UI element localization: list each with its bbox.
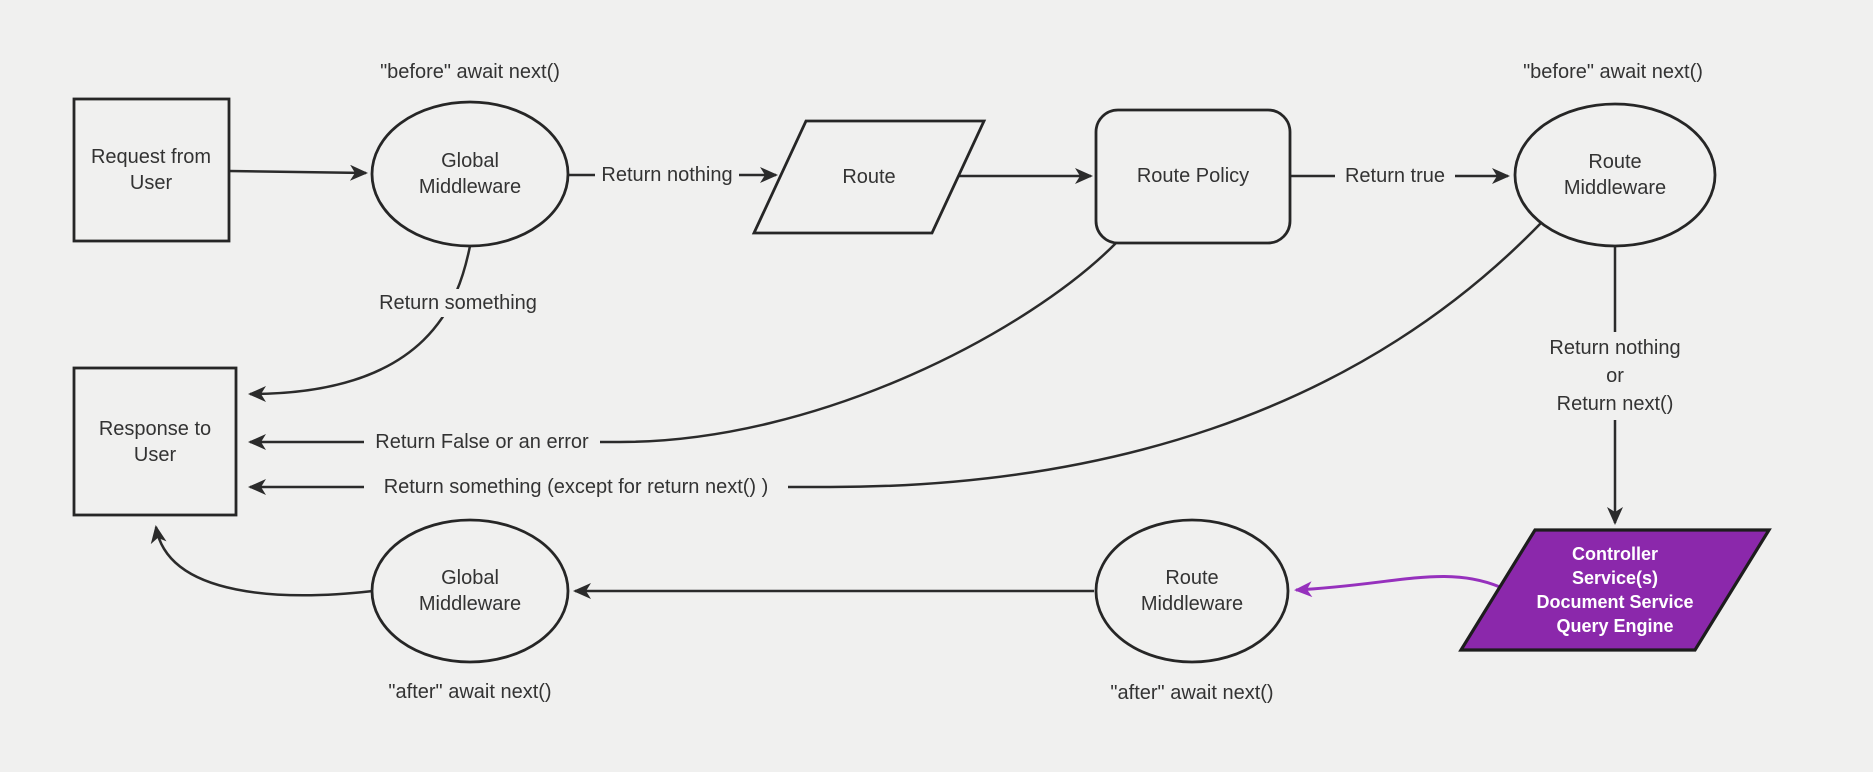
edge-label-return-true: Return true bbox=[1345, 165, 1445, 187]
node-controller-services-label-line4: Query Engine bbox=[1556, 616, 1673, 636]
node-global-middleware-top bbox=[370, 100, 570, 248]
edge-request-to-global-middleware bbox=[228, 164, 368, 181]
edge-label-mask bbox=[595, 161, 739, 189]
node-route-middleware-bottom-label-line2: Middleware bbox=[1141, 593, 1243, 615]
node-request-from-user-label-line2: User bbox=[130, 172, 173, 194]
edge-label-after-await-next-left: "after" await next() bbox=[388, 681, 551, 703]
edge-global-middleware-bottom-to-response bbox=[150, 525, 374, 597]
edge-label-return-nothing-or-line3: Return next() bbox=[1557, 393, 1674, 415]
node-global-middleware-top-label-line1: Global bbox=[441, 150, 499, 172]
node-controller-services-label-line1: Controller bbox=[1572, 544, 1658, 564]
node-response-to-user bbox=[72, 366, 238, 517]
edge-controller-to-route-middleware-bottom bbox=[1294, 574, 1501, 598]
edge-label-mask bbox=[364, 473, 788, 501]
edge-label-mask bbox=[1335, 162, 1455, 190]
node-route-middleware-top-label-line2: Middleware bbox=[1564, 177, 1666, 199]
node-request-from-user-label-line1: Request from bbox=[91, 146, 211, 168]
node-route-label: Route bbox=[842, 166, 895, 188]
edge-label-mask bbox=[366, 289, 550, 317]
node-global-middleware-top-label-line2: Middleware bbox=[419, 176, 521, 198]
edge-label-before-await-next-left: "before" await next() bbox=[380, 61, 560, 83]
edge-label-return-something-except: Return something (except for return next… bbox=[384, 476, 769, 498]
node-controller-services-label-line2: Service(s) bbox=[1572, 568, 1658, 588]
edge-label-mask bbox=[364, 428, 600, 456]
edge-global-middleware-return-something bbox=[248, 245, 472, 402]
edge-route-middleware-return-something-except bbox=[248, 222, 1542, 495]
edge-label-return-nothing-or-line2: or bbox=[1606, 365, 1624, 387]
node-route-middleware-top-label-line1: Route bbox=[1588, 151, 1641, 173]
node-response-to-user-label-line1: Response to bbox=[99, 418, 211, 440]
edge-label-mask bbox=[1538, 332, 1692, 420]
node-global-middleware-bottom bbox=[370, 518, 570, 664]
node-global-middleware-bottom-label-line2: Middleware bbox=[419, 593, 521, 615]
edge-label-return-false-or-error: Return False or an error bbox=[375, 431, 589, 453]
node-controller-services bbox=[1458, 528, 1772, 652]
node-route-policy bbox=[1094, 108, 1292, 245]
node-route-middleware-top bbox=[1513, 102, 1717, 248]
edge-label-before-await-next-right: "before" await next() bbox=[1523, 61, 1703, 83]
node-route bbox=[751, 119, 987, 235]
edge-label-return-something: Return something bbox=[379, 292, 537, 314]
node-response-to-user-label-line2: User bbox=[134, 444, 177, 466]
node-request-from-user bbox=[72, 97, 231, 243]
node-controller-services-label-line3: Document Service bbox=[1536, 592, 1693, 612]
node-global-middleware-bottom-label-line1: Global bbox=[441, 567, 499, 589]
node-route-middleware-bottom bbox=[1094, 518, 1290, 664]
edge-label-after-await-next-right: "after" await next() bbox=[1110, 682, 1273, 704]
edge-route-policy-return-false bbox=[248, 242, 1117, 450]
node-route-policy-label: Route Policy bbox=[1137, 165, 1249, 187]
edge-label-return-nothing-or-line1: Return nothing bbox=[1549, 337, 1680, 359]
node-route-middleware-bottom-label-line1: Route bbox=[1165, 567, 1218, 589]
edge-label-return-nothing: Return nothing bbox=[601, 164, 732, 186]
